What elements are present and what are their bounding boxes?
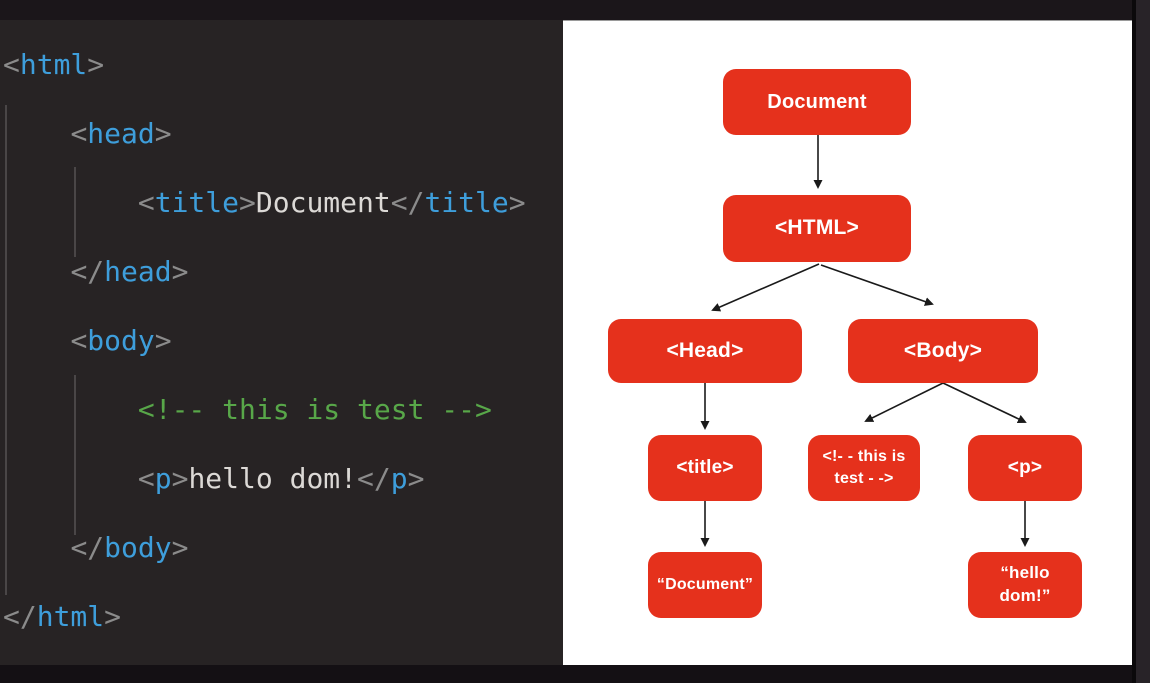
- code-token-plain: [3, 117, 70, 150]
- code-token-tag: head: [87, 117, 155, 150]
- node-html: <HTML>: [723, 195, 911, 262]
- code-token-plain: Document: [255, 186, 391, 219]
- code-editor-panel: <html> <head> <title>Document</title> </…: [0, 20, 563, 665]
- node-label: Document: [767, 90, 867, 113]
- dom-tree-panel: Document <HTML> <Head> <Body> <title> <!…: [563, 20, 1132, 665]
- code-line: <!-- this is test -->: [3, 375, 526, 444]
- code-token-tag: body: [87, 324, 155, 357]
- code-token-tag: html: [36, 600, 105, 633]
- code-token-comment: <!-- this is test -->: [137, 393, 492, 426]
- code-line: </head>: [3, 237, 526, 306]
- code-line: <head>: [3, 99, 526, 168]
- code-token-punct: >: [239, 186, 256, 219]
- node-label-line2: test - ->: [834, 470, 894, 487]
- window-right-strip: [1132, 0, 1150, 683]
- code-token-plain: hello dom!: [188, 462, 358, 495]
- code-token-punct: <: [137, 462, 155, 495]
- window-bottom-strip: [0, 665, 1132, 683]
- code-line: <body>: [3, 306, 526, 375]
- code-token-punct: </: [70, 255, 105, 288]
- node-head: <Head>: [608, 319, 802, 383]
- code-token-punct: >: [508, 186, 526, 219]
- code-token-plain: [3, 531, 70, 564]
- code-token-punct: <: [137, 186, 155, 219]
- code-token-punct: </: [70, 531, 105, 564]
- code-token-punct: >: [171, 255, 189, 288]
- code-token-punct: <: [3, 48, 20, 81]
- code-line: <html>: [3, 30, 526, 99]
- code-token-punct: >: [171, 462, 189, 495]
- code-token-punct: >: [104, 600, 122, 633]
- code-lines: <html> <head> <title>Document</title> </…: [3, 30, 526, 651]
- indent-guide: [5, 105, 7, 595]
- node-comment: <!- - this is test - ->: [808, 435, 920, 501]
- indent-guide: [74, 375, 76, 535]
- code-token-punct: >: [407, 462, 425, 495]
- code-token-punct: >: [154, 117, 172, 150]
- indent-guide: [74, 167, 76, 257]
- tree-arrows: [700, 135, 1030, 547]
- code-token-punct: <: [70, 117, 88, 150]
- node-p: <p>: [968, 435, 1082, 501]
- code-line: </body>: [3, 513, 526, 582]
- arrow-body-p: [942, 382, 1027, 424]
- arrow-html-body: [820, 264, 934, 306]
- code-token-punct: <: [70, 324, 88, 357]
- code-token-punct: </: [357, 462, 391, 495]
- node-p-text: “hello dom!”: [968, 552, 1082, 618]
- node-label: <HTML>: [774, 216, 860, 240]
- code-line: <p>hello dom!</p>: [3, 444, 526, 513]
- node-label: <title>: [676, 457, 734, 479]
- code-token-plain: [3, 393, 138, 426]
- code-line: </html>: [3, 582, 526, 651]
- node-label: <Body>: [903, 338, 983, 362]
- node-label: “Document”: [656, 576, 754, 594]
- code-token-plain: [3, 462, 138, 495]
- node-label-line2: dom!”: [999, 586, 1051, 605]
- node-body: <Body>: [848, 319, 1038, 383]
- node-title: <title>: [648, 435, 762, 501]
- code-token-tag: p: [154, 462, 172, 495]
- code-token-punct: >: [87, 48, 105, 81]
- code-token-tag: html: [19, 48, 88, 81]
- node-document: Document: [723, 69, 911, 135]
- code-token-punct: </: [390, 186, 425, 219]
- code-token-tag: body: [104, 531, 172, 564]
- code-token-punct: >: [154, 324, 172, 357]
- code-token-punct: >: [171, 531, 189, 564]
- code-token-tag: title: [154, 186, 240, 219]
- node-title-text: “Document”: [648, 552, 762, 618]
- code-line: <title>Document</title>: [3, 168, 526, 237]
- code-token-plain: [3, 324, 70, 357]
- code-token-punct: </: [3, 600, 37, 633]
- code-token-plain: [3, 186, 138, 219]
- code-token-tag: title: [424, 186, 509, 219]
- node-label-line1: “hello: [1000, 563, 1050, 583]
- node-label: <Head>: [666, 338, 744, 362]
- arrow-html-head: [711, 263, 820, 312]
- code-token-tag: head: [104, 255, 172, 288]
- code-token-tag: p: [390, 462, 408, 495]
- arrow-body-comment: [864, 382, 944, 422]
- node-label-line1: <!- - this is: [822, 448, 906, 466]
- code-token-plain: [3, 255, 70, 288]
- window-top-strip: [0, 0, 1132, 20]
- node-label: <p>: [1007, 457, 1043, 479]
